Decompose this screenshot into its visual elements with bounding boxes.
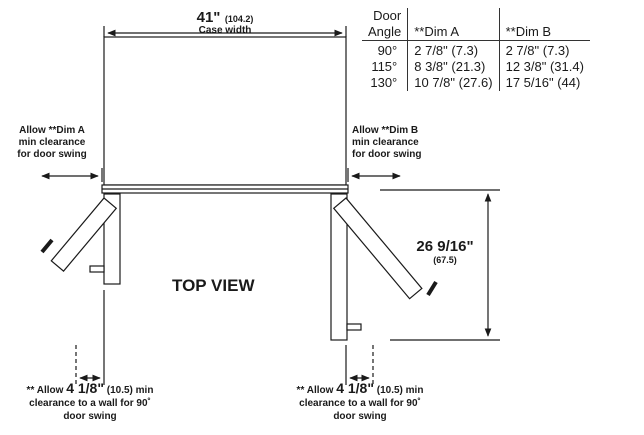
case-width-label: Case width: [198, 25, 252, 36]
door-depth-value: 26 9/16": [416, 238, 474, 255]
right-swung-door-handle: [426, 280, 438, 297]
table-row: 90° 2 7/8" (7.3) 2 7/8" (7.3): [362, 43, 590, 59]
table-header-dim-b: **Dim B: [498, 8, 590, 41]
door-depth-metric: (67.5): [433, 255, 457, 265]
right-clearance-note: Allow **Dim B min clearance for door swi…: [352, 125, 422, 160]
table-row: 130° 10 7/8" (27.6) 17 5/16" (44): [362, 75, 590, 91]
case-body: [103, 36, 347, 186]
right-swung-door: [332, 197, 423, 300]
left-door-handle: [89, 265, 105, 273]
table-header-dim-a: **Dim A: [407, 8, 500, 41]
case-width-value: 41": [196, 9, 221, 26]
door-depth-label: 26 9/16" (67.5): [405, 238, 485, 265]
table-header-angle: Door Angle: [368, 8, 402, 39]
left-swung-door: [50, 197, 118, 272]
right-door-handle: [346, 323, 362, 331]
bottom-right-note: ** Allow 4 1/8" (10.5) min clearance to …: [296, 380, 424, 422]
table-row: 115° 8 3/8" (21.3) 12 3/8" (31.4): [362, 59, 590, 75]
view-label: TOP VIEW: [172, 276, 255, 295]
right-door: [330, 193, 348, 341]
door-angle-table: Door Angle **Dim A **Dim B 90° 2 7/8" (7…: [362, 8, 590, 91]
left-clearance-note: Allow **Dim A min clearance for door swi…: [17, 125, 87, 160]
case-width-metric: (104.2): [224, 14, 254, 24]
left-swung-door-handle: [40, 238, 54, 254]
bottom-left-note: ** Allow 4 1/8" (10.5) min clearance to …: [26, 380, 154, 422]
